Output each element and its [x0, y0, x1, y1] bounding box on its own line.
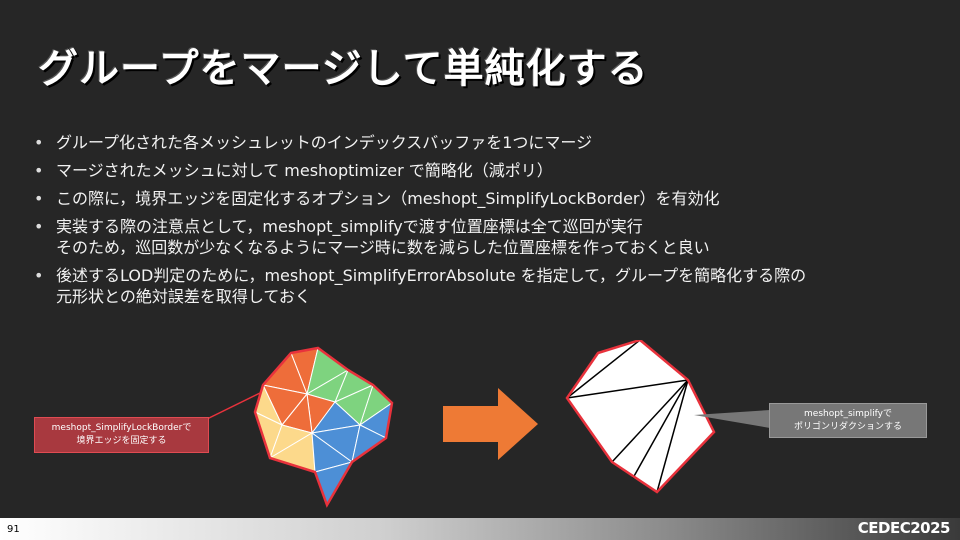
original-mesh: [254, 347, 393, 507]
arrow-right-icon: [443, 388, 538, 460]
lock-border-callout: meshopt_SimplifyLockBorderで 境界エッジを固定する: [34, 417, 209, 453]
callout-text: meshopt_SimplifyLockBorderで: [51, 423, 192, 433]
simplify-callout: meshopt_simplifyで ポリゴンリダクションする: [769, 403, 927, 438]
bullet-text: そのため，巡回数が少なくなるようにマージ時に数を減らした位置座標を作っておくと良…: [56, 238, 710, 257]
bullet-text: グループ化された各メッシュレットのインデックスバッファを1つにマージ: [56, 133, 593, 152]
callout-pointer-left: [204, 391, 263, 421]
simplified-mesh: [566, 340, 715, 493]
slide-title: グループをマージして単純化する: [38, 46, 649, 92]
locked-border: [253, 346, 394, 508]
bullet-item: この際に，境界エッジを固定化するオプション（meshopt_SimplifyLo…: [34, 188, 934, 209]
bullet-text: この際に，境界エッジを固定化するオプション（meshopt_SimplifyLo…: [56, 189, 720, 208]
simplified-border: [565, 340, 716, 494]
bullet-list: グループ化された各メッシュレットのインデックスバッファを1つにマージ マージされ…: [34, 132, 934, 314]
bullet-text: 実装する際の注意点として，meshopt_simplifyで渡す位置座標は全て巡…: [56, 217, 643, 236]
bullet-item: 実装する際の注意点として，meshopt_simplifyで渡す位置座標は全て巡…: [34, 216, 934, 258]
mesh-diagram: [204, 340, 770, 508]
bullet-text: 後述するLOD判定のために，meshopt_SimplifyErrorAbsol…: [56, 266, 807, 285]
callout-text: meshopt_simplifyで: [804, 408, 892, 419]
page-number: 91: [7, 524, 20, 535]
bullet-text: マージされたメッシュに対して meshoptimizer で簡略化（減ポリ）: [56, 161, 553, 180]
callout-pointer-right: [694, 410, 770, 428]
bullet-item: マージされたメッシュに対して meshoptimizer で簡略化（減ポリ）: [34, 160, 934, 181]
bullet-item: グループ化された各メッシュレットのインデックスバッファを1つにマージ: [34, 132, 934, 153]
cedec-logo: CEDEC2025: [857, 519, 951, 537]
bullet-item: 後述するLOD判定のために，meshopt_SimplifyErrorAbsol…: [34, 265, 934, 307]
callout-text: ポリゴンリダクションする: [793, 421, 902, 432]
footer-bar: [0, 518, 960, 540]
bullet-text: 元形状との絶対誤差を取得しておく: [56, 287, 311, 306]
callout-text: 境界エッジを固定する: [76, 436, 167, 446]
